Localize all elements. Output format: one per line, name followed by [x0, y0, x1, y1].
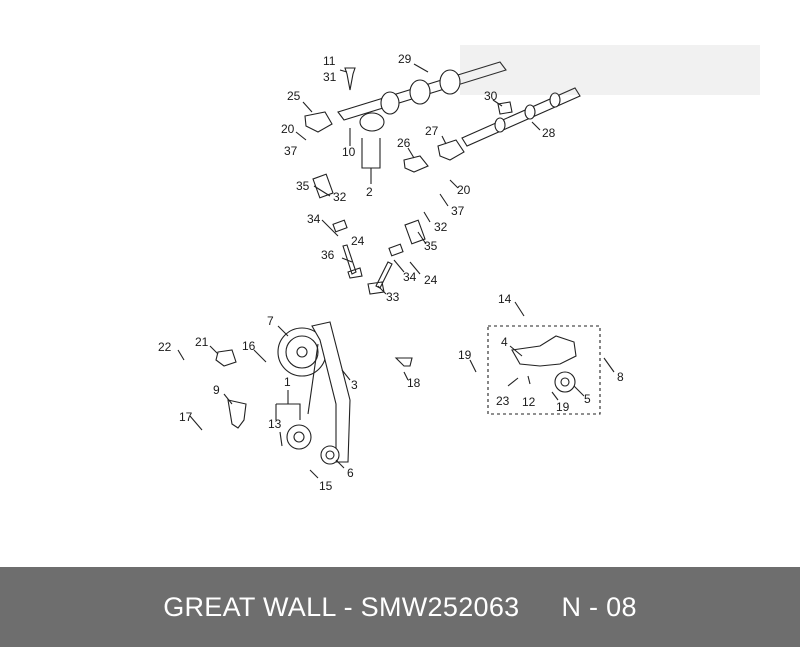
timing-belt-3: [311, 321, 351, 463]
callout-label: 26: [397, 136, 411, 150]
rocker-arm-27: [437, 139, 465, 161]
callout-label: 7: [267, 314, 274, 328]
callout-label: 16: [242, 339, 256, 353]
callout-label: 8: [617, 370, 624, 384]
camshaft-lower: [461, 87, 581, 147]
tensioner-pulley-5: [554, 371, 576, 393]
callout-label: 24: [351, 234, 365, 248]
callout-label: 34: [403, 270, 417, 284]
callout-label: 15: [319, 479, 333, 493]
callout-label: 9: [213, 383, 220, 397]
callout-label: 14: [498, 292, 512, 306]
valve-36: [342, 244, 363, 279]
callout-label: 1: [284, 375, 291, 389]
callout-label: 19: [556, 400, 570, 414]
callout-label: 2: [366, 185, 373, 199]
tensioner-assembly-box: [487, 325, 601, 415]
callout-label: 35: [296, 179, 310, 193]
callout-label: 12: [522, 395, 536, 409]
callout-label: 19: [458, 348, 472, 362]
callout-label: 20: [281, 122, 295, 136]
brand-name: GREAT WALL: [163, 591, 336, 622]
callout-label: 21: [195, 335, 209, 349]
callout-label: 5: [584, 392, 591, 406]
retainer-24b: [388, 243, 404, 257]
callout-label: 13: [268, 417, 282, 431]
callout-label: 17: [179, 410, 193, 424]
callout-label: 24: [424, 273, 438, 287]
tensioner-bracket-4: [511, 335, 577, 367]
callout-labels: 29 11 31 25 30 20 27 28 37 10 26 35 32 2…: [158, 52, 624, 493]
callout-label: 3: [351, 378, 358, 392]
callout-label: 34: [307, 212, 321, 226]
idler-6: [320, 445, 340, 465]
part-number: SMW252063: [360, 591, 520, 622]
callout-label: 37: [451, 204, 465, 218]
dash: -: [343, 591, 353, 622]
callout-label: 28: [542, 126, 556, 140]
callout-label: 36: [321, 248, 335, 262]
footer-bar: GREAT WALL - SMW252063 N - 08: [0, 567, 800, 647]
rocker-arm-26: [403, 155, 429, 173]
callout-label: 30: [484, 89, 498, 103]
spring-35a: [312, 173, 334, 199]
watermark-shape: [460, 45, 760, 95]
callout-label: 18: [407, 376, 421, 390]
bolt-11: [344, 67, 356, 91]
callout-label: 37: [284, 144, 298, 158]
footer-caption: GREAT WALL - SMW252063 N - 08: [163, 592, 637, 623]
callout-label: 10: [342, 145, 356, 159]
spring-35b: [404, 219, 426, 245]
cam-sprocket-7: [277, 327, 327, 377]
callout-label: 31: [323, 70, 337, 84]
bracket-9: [227, 399, 247, 429]
callout-label: 32: [434, 220, 448, 234]
callout-label: 11: [323, 54, 336, 68]
callout-label: 27: [425, 124, 439, 138]
callout-label: 23: [496, 394, 510, 408]
callout-label: 33: [386, 290, 400, 304]
bolt-18: [394, 357, 413, 367]
clip-30: [497, 101, 513, 115]
callout-label: 35: [424, 239, 438, 253]
callout-label: 4: [501, 335, 508, 349]
callout-label: 29: [398, 52, 412, 66]
callout-label: 6: [347, 466, 354, 480]
callout-label: 25: [287, 89, 301, 103]
crank-sprocket: [286, 424, 312, 450]
callout-label: 32: [333, 190, 347, 204]
callout-label: 22: [158, 340, 172, 354]
rocker-arm-25: [304, 111, 333, 133]
tensioner-21: [215, 349, 237, 367]
callout-label: 20: [457, 183, 471, 197]
camshaft-upper: [337, 61, 507, 132]
leader-lines: [177, 63, 615, 479]
retainer-24a: [332, 219, 348, 233]
parts-exploded-diagram: 29 11 31 25 30 20 27 28 37 10 26 35 32 2…: [158, 45, 760, 493]
diagram-code: N - 08: [561, 591, 637, 622]
